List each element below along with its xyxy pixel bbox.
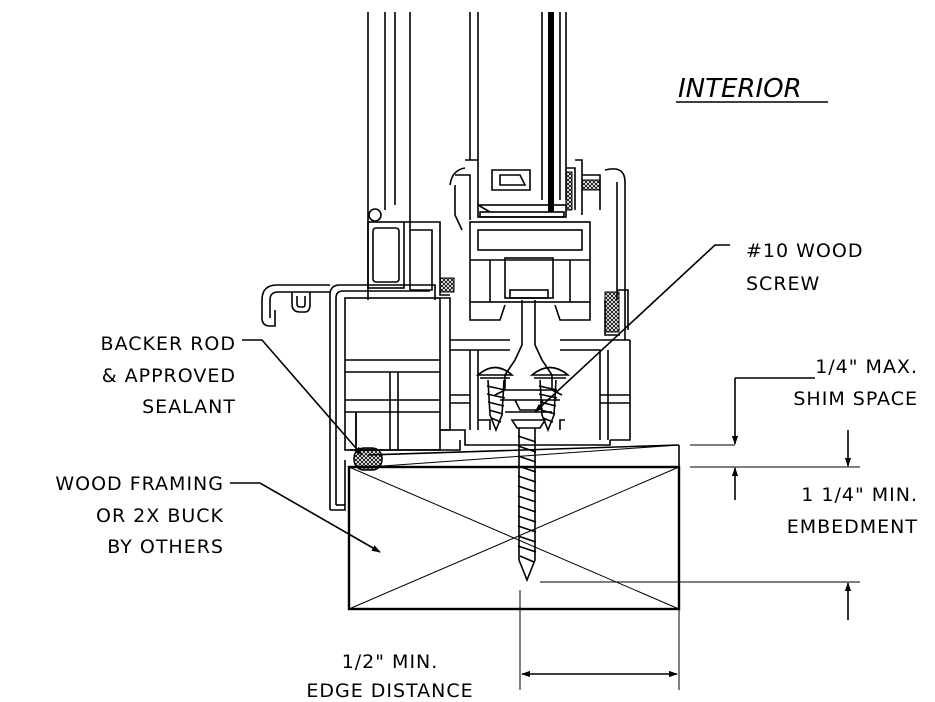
shim-space — [367, 444, 680, 468]
framing-label-line-3: BY OTHERS — [107, 536, 224, 558]
wood-buck — [347, 465, 681, 611]
framing-label-line-2: OR 2X BUCK — [96, 505, 224, 527]
shim-label-line-1: 1/4" MAX. — [815, 356, 918, 378]
screw-assembly — [475, 300, 571, 583]
interior-label: INTERIOR — [678, 74, 802, 104]
edge-label-line-2: EDGE DISTANCE — [306, 680, 473, 702]
framing-label-line-1: WOOD FRAMING — [55, 473, 224, 495]
vinyl-frame-profile — [261, 168, 631, 511]
screw-label-line-2: SCREW — [746, 273, 820, 295]
backer-label-line-3: SEALANT — [142, 396, 236, 418]
screw-label-line-1: #10 WOOD — [746, 240, 863, 262]
embedment-label-line-2: EMBEDMENT — [787, 516, 918, 538]
callout-labels: #10 WOOD SCREW BACKER ROD & APPROVED SEA… — [55, 240, 918, 702]
sash-and-glazing — [367, 12, 620, 333]
shim-label-line-2: SHIM SPACE — [793, 388, 918, 410]
dimension-lines — [519, 377, 860, 690]
backer-label-line-2: & APPROVED — [102, 365, 236, 387]
embedment-label-line-1: 1 1/4" MIN. — [801, 484, 918, 506]
leader-lines — [230, 244, 730, 553]
backer-label-line-1: BACKER ROD — [101, 333, 236, 355]
edge-label-line-1: 1/2" MIN. — [342, 651, 439, 673]
